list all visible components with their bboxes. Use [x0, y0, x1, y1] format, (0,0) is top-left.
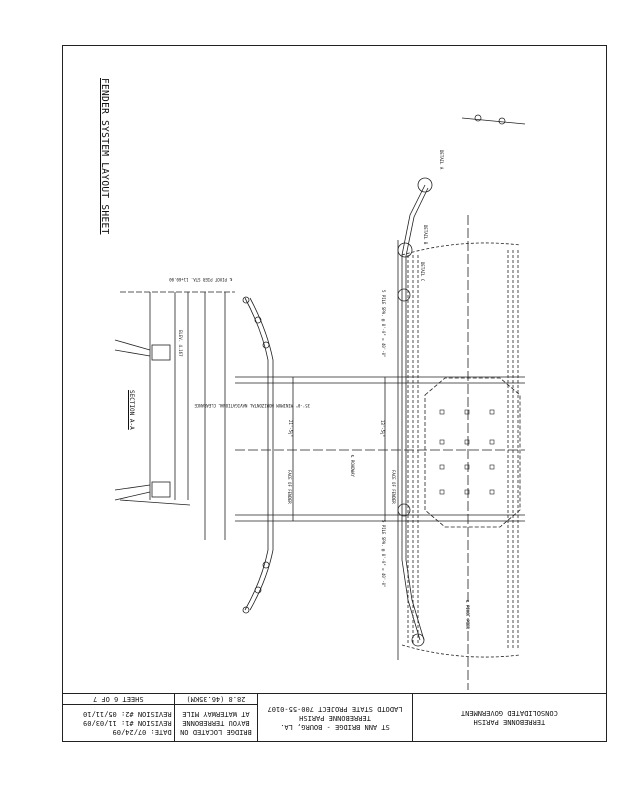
label-pivot-pier-top: ℄ PIVOT PIER STA. 11+60.00 — [169, 277, 232, 282]
date: DATE: 07/24/09 — [112, 728, 172, 737]
location-line-3: AT WATERWAY MILE — [182, 710, 250, 719]
label-elev: ELEV. 4.167 — [178, 330, 183, 357]
drawing-border — [62, 45, 607, 742]
title-block-location: BRIDGE LOCATED ON BAYOU TERREBONNE AT WA… — [173, 694, 258, 741]
location-line-2: BAYOU TERREBONNE — [182, 719, 250, 728]
left-fender — [242, 296, 274, 614]
label-pivot-pier-bottom: ℄ PIVOT PIER — [465, 600, 470, 630]
pile-marks — [439, 409, 495, 495]
title-block-owner: TERREBONNE PARISH CONSOLIDATED GOVERNMEN… — [411, 694, 606, 741]
label-pile-spacing-bottom: 5 PILE SPA. @ 8'-0" = 40'-0" — [381, 520, 386, 588]
label-section-a-a: SECTION A-A — [128, 390, 135, 430]
sheet-title: FENDER SYSTEM LAYOUT SHEET — [99, 78, 110, 235]
label-clearance: 35'-0" MINIMUM HORIZONTAL NAVIGATIONAL C… — [194, 403, 310, 408]
label-detail-b: DETAIL B — [423, 225, 428, 245]
location-line-1: BRIDGE LOCATED ON — [180, 728, 252, 737]
project-line-3: LADOTD STATE PROJECT 700-55-0107 — [267, 705, 403, 713]
waterway-mile: 28.8 (46.35KM) — [174, 694, 258, 705]
revision-1: REVISION #1: 11/03/09 — [83, 719, 172, 728]
label-dim-right: 13'-5¾" — [380, 420, 385, 437]
owner-line-2: CONSOLIDATED GOVERNMENT — [460, 709, 558, 718]
label-pile-spacing: 5 PILE SPA. @ 8'-0" = 40'-0" — [381, 290, 386, 358]
title-block: TERREBONNE PARISH CONSOLIDATED GOVERNMEN… — [62, 693, 607, 742]
label-face-of-fender-left: FACE OF FENDER — [287, 470, 292, 504]
label-detail-a: DETAIL A — [439, 150, 444, 170]
project-line-1: ST ANN BRIDGE - BOURG, LA. — [280, 723, 390, 731]
owner-line-1: TERREBONNE PARISH — [473, 718, 546, 727]
pier-octagon — [424, 377, 521, 528]
label-dim-left: 21'-5¾" — [288, 420, 293, 437]
project-line-2: TERREBONNE PARISH — [299, 714, 371, 722]
label-roadway: ℄ ROADWAY — [350, 455, 355, 477]
label-face-of-fender-right: FACE OF FENDER — [391, 470, 396, 504]
title-block-project: ST ANN BRIDGE - BOURG, LA. TERREBONNE PA… — [257, 694, 412, 741]
revision-2: REVISION #2: 05/11/10 — [83, 710, 172, 719]
title-block-revisions: DATE: 07/24/09 REVISION #1: 11/03/09 REV… — [63, 694, 174, 741]
section-a-a — [114, 291, 235, 540]
sheet-number: SHEET 6 OF 7 — [63, 694, 174, 705]
north-arrow-icon — [461, 114, 526, 125]
bridge-lines — [235, 240, 525, 660]
right-fender — [397, 177, 433, 647]
label-detail-c: DETAIL C — [420, 262, 425, 282]
